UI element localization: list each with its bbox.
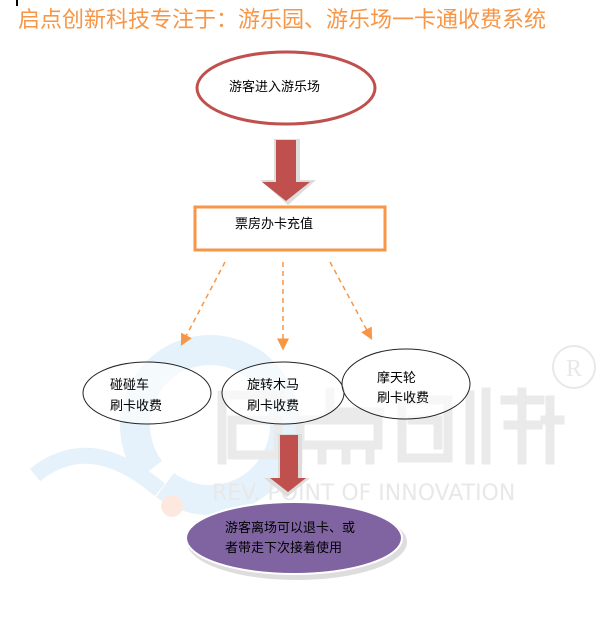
start-node <box>195 50 377 126</box>
exit-label: 游客离场可以退卡、或 <box>225 520 355 536</box>
page-title: 启点创新科技专注于：游乐园、游乐场一卡通收费系统 <box>18 8 546 33</box>
carousel-node <box>221 361 345 425</box>
bumper-cars-fee: 刷卡收费 <box>110 399 162 414</box>
exit-label-2: 者带走下次接着使用 <box>225 540 342 556</box>
carousel-label: 旋转木马 <box>247 378 299 393</box>
carousel-fee: 刷卡收费 <box>247 399 299 414</box>
text-cursor <box>16 0 18 6</box>
exit-node <box>185 501 403 575</box>
dashed-arrow-left <box>180 261 226 346</box>
bumper-cars-label: 碰碰车 <box>110 377 149 393</box>
ticket-office-node <box>193 205 387 252</box>
ferris-wheel-label: 摩天轮 <box>377 370 416 386</box>
down-arrow-icon <box>264 434 310 497</box>
start-node-label: 游客进入游乐场 <box>229 79 320 95</box>
down-arrow-icon <box>260 139 316 205</box>
ferris-wheel-node <box>341 348 471 420</box>
ferris-wheel-fee: 刷卡收费 <box>377 391 429 406</box>
ticket-office-label: 票房办卡充值 <box>235 216 313 232</box>
registered-mark: R <box>566 356 582 382</box>
dashed-arrow-right <box>329 261 373 340</box>
bumper-cars-node <box>82 361 212 425</box>
watermark-tagline: REV. POINT OF INNOVATION <box>212 481 515 506</box>
